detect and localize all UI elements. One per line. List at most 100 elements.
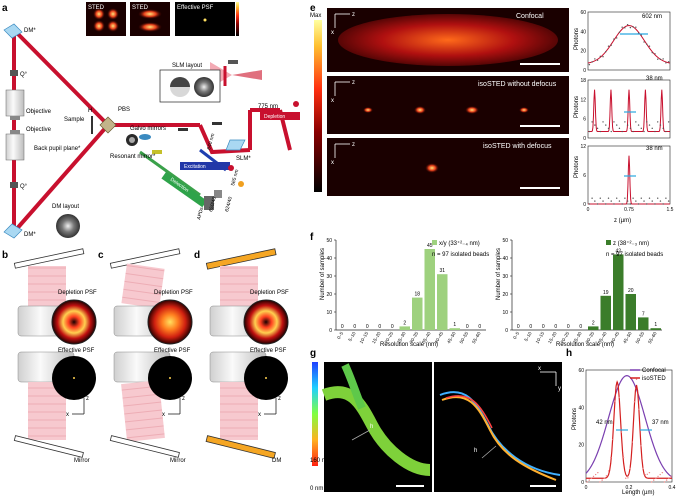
e-data-point <box>635 200 637 202</box>
f-ytick-label: 30 <box>326 274 332 280</box>
f-bar-label: 0 <box>542 324 545 330</box>
image-confocal-g: h <box>321 362 432 492</box>
label-h: H <box>88 108 92 114</box>
g-axis-x: x <box>538 366 541 372</box>
dm-top-mirror <box>3 23 23 39</box>
e-fwhm-1: 602 nm <box>642 14 662 20</box>
e-data-point <box>624 121 626 123</box>
axis-z-c: z <box>182 396 185 402</box>
e-data-point <box>651 200 653 202</box>
label-565: 565 nm <box>230 169 240 187</box>
label-back-pupil: Back pupil plane* <box>34 146 81 152</box>
e-data-point <box>616 37 618 39</box>
e-data-point <box>662 203 664 205</box>
e-ytick: 60 <box>580 10 586 16</box>
f-xtick-label: 20–25 <box>384 331 395 345</box>
e-ylabel-2: Photons <box>574 96 580 118</box>
h-data-point <box>627 477 629 479</box>
e-data-point <box>662 127 664 130</box>
f-xtick-label: 55–60 <box>647 331 658 345</box>
e-ytick: 20 <box>580 49 586 55</box>
axis-z-d: z <box>278 396 281 402</box>
panel-g: g 160 nm 0 nm h h x y <box>310 348 562 492</box>
axis-x-e1: x <box>331 30 334 36</box>
label-effective-psf-d: Effective PSF <box>250 348 287 354</box>
e-xtick: 0.75 <box>624 207 634 213</box>
f-ytick-label: 40 <box>502 256 508 262</box>
e-data-point <box>632 130 634 133</box>
f-ylabel-left: Number of samples <box>320 248 326 300</box>
f-xtick-label: 10–15 <box>535 331 546 345</box>
relay-lens-1 <box>178 128 188 131</box>
e-data-point <box>605 50 607 53</box>
sted-xy-thumb: STED <box>86 2 126 36</box>
f-bar <box>625 294 636 330</box>
h-data-point <box>618 396 621 399</box>
h-fwhm-right: 37 nm <box>652 420 669 426</box>
e-data-point <box>657 121 659 123</box>
f-xtick-label: 55–60 <box>471 331 482 345</box>
e-ytick: 12 <box>580 144 586 150</box>
axis-x-b: x <box>66 412 69 418</box>
e-data-point <box>591 61 593 63</box>
thumb-colorbar <box>236 2 239 36</box>
e-data-point <box>648 45 651 47</box>
e-ytick: 0 <box>583 68 586 74</box>
e-data-point <box>596 59 599 61</box>
e-data-point <box>624 27 626 29</box>
e-data-point <box>618 200 621 202</box>
e-data-point <box>613 38 615 40</box>
h-data-point <box>655 477 657 479</box>
e-data-point <box>616 124 618 126</box>
e-xtick: 1.5 <box>667 207 674 213</box>
f-bar-label: 0 <box>579 324 582 330</box>
h-data-point <box>601 479 603 481</box>
f-xtick-label: 50–55 <box>459 331 470 345</box>
f-bar-label: 0 <box>554 324 557 330</box>
label-isosted-defocus: isoSTED with defocus <box>483 143 552 150</box>
label-sample: Sample <box>64 117 85 123</box>
e-data-point <box>654 53 656 55</box>
e-data-point <box>610 130 612 133</box>
f-bar-label: 2 <box>592 320 595 326</box>
e-data-point <box>659 200 662 202</box>
f-bar-label: 1 <box>654 322 657 328</box>
f-n-left: n = 97 isolated beads <box>432 252 489 258</box>
f-legend-swatch-right <box>606 240 611 245</box>
panel-d: d Depletion PSF Effective PSF DM z x <box>194 248 289 464</box>
f-n-right: n = 97 isolated beads <box>606 252 663 258</box>
e-data-point <box>626 24 629 26</box>
beam-c-top <box>121 263 165 309</box>
label-mirror-c: Mirror <box>170 458 186 464</box>
thumb-stedz-label: STED <box>132 5 149 11</box>
thumb-sted-label: STED <box>88 5 105 11</box>
e-data-point <box>643 41 645 43</box>
f-bar <box>638 317 649 330</box>
e-data-point <box>657 58 659 60</box>
f-bar-label: 2 <box>403 320 406 326</box>
dm-bottom-d <box>205 435 276 459</box>
e-data-point <box>588 130 591 133</box>
intensity-colorbar <box>314 20 322 192</box>
e-data-point <box>588 63 591 66</box>
f-ytick-label: 0 <box>329 328 332 334</box>
f-bar <box>424 249 435 330</box>
e-data-point <box>607 45 610 47</box>
panel-letter-h: h <box>566 348 572 359</box>
label-excitation: Excitation <box>184 164 206 170</box>
apd-box-2 <box>214 190 222 198</box>
e-data-point <box>626 124 629 126</box>
f-ytick-label: 20 <box>326 292 332 298</box>
e-data-point <box>624 197 626 199</box>
slm-device <box>225 139 246 151</box>
e-ylabel-3: Photons <box>574 156 580 178</box>
panel-b: b Depletion PSF Effective PSF Mirror z x <box>2 248 97 464</box>
f-ytick-label: 50 <box>502 238 508 244</box>
f-xtick-label: 0–5 <box>512 331 520 340</box>
e-ytick: 6 <box>583 117 586 123</box>
e-data-point <box>596 127 599 130</box>
axes-c <box>168 398 181 415</box>
e-xtick: 0 <box>587 207 590 213</box>
h-plot-frame <box>585 369 673 483</box>
